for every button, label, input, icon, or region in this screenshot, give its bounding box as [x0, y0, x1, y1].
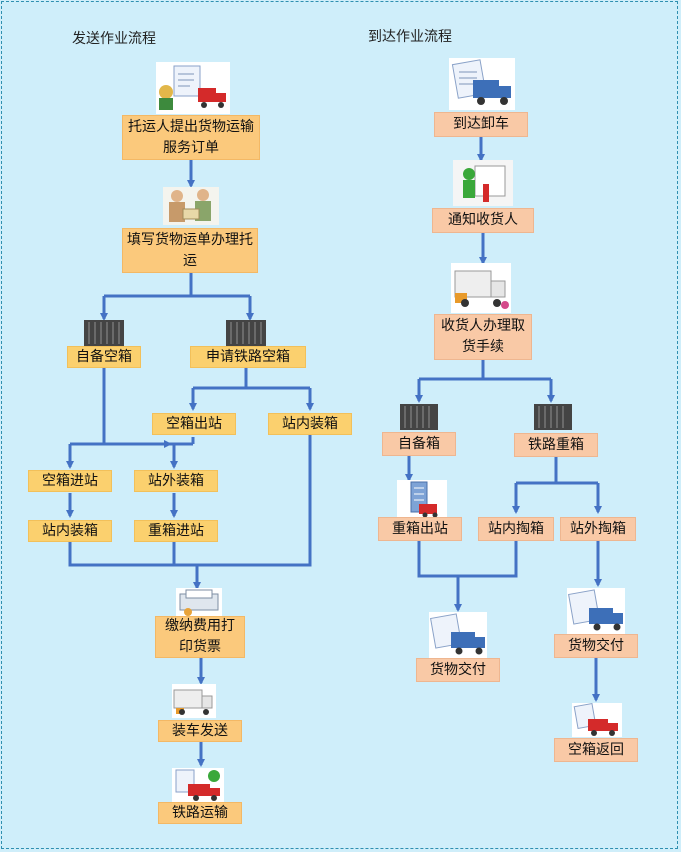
connector-pickup-split [419, 360, 551, 381]
loading-truck-icon [172, 684, 216, 718]
pickup-truck-icon [451, 263, 511, 313]
step-pickup-procedure: 收货人办理取货手续 [434, 314, 532, 360]
step-rail-heavy-box: 铁路重箱 [514, 433, 598, 457]
delivery-truck-icon-1 [429, 612, 487, 658]
connector-unpacking-merge [417, 541, 518, 578]
step-heavy-box-in: 重箱进站 [134, 520, 218, 542]
arrival-flow-title: 到达作业流程 [368, 29, 452, 45]
step-delivery-2: 货物交付 [554, 634, 638, 658]
step-apply-rail-empty-box: 申请铁路空箱 [190, 346, 306, 368]
step-rail-transport: 铁路运输 [158, 802, 242, 824]
container-icon-rail-box [226, 320, 266, 346]
notify-phone-icon [453, 160, 513, 206]
step-in-station-loading-2: 站内装箱 [28, 520, 112, 542]
step-empty-box-return: 空箱返回 [554, 738, 638, 762]
shipper-people-icon [163, 187, 219, 225]
dispatch-flow-title: 发送作业流程 [72, 31, 156, 47]
step-notify-consignee: 通知收货人 [432, 208, 534, 233]
step-own-empty-box: 自备空箱 [67, 346, 141, 368]
step-empty-box-in: 空箱进站 [28, 470, 112, 492]
container-icon-own-box [84, 320, 124, 346]
step-in-station-loading-1: 站内装箱 [268, 413, 352, 435]
building-truck-icon [397, 480, 447, 518]
step-in-station-unpacking: 站内掏箱 [478, 517, 554, 541]
delivery-truck-icon-2 [567, 588, 625, 634]
step-pay-fees: 缴纳费用打印货票 [155, 616, 245, 658]
rail-transport-truck-icon [172, 768, 224, 802]
connector-waybill-split [104, 273, 250, 298]
container-icon-arrival-own-box [400, 404, 438, 430]
container-icon-rail-heavy-box [534, 404, 572, 430]
step-unload: 到达卸车 [434, 112, 528, 137]
connector-rail-heavy-split [516, 457, 598, 485]
step-out-station-loading: 站外装箱 [134, 470, 218, 492]
step-load-and-ship: 装车发送 [158, 720, 242, 742]
step-waybill: 填写货物运单办理托运 [122, 228, 258, 273]
connector-rail-box-split [193, 368, 310, 390]
return-truck-icon [572, 703, 622, 737]
payment-printer-icon [176, 588, 222, 616]
step-own-box: 自备箱 [382, 432, 456, 456]
step-delivery-1: 货物交付 [416, 658, 500, 682]
step-order: 托运人提出货物运输服务订单 [122, 115, 260, 160]
connector-bottom-merge [68, 435, 312, 567]
arrival-truck-document-icon [449, 58, 515, 110]
step-empty-box-out: 空箱出站 [152, 413, 236, 435]
order-document-icon [156, 62, 230, 114]
step-heavy-box-out: 重箱出站 [378, 517, 462, 541]
step-out-station-unpacking: 站外掏箱 [560, 517, 636, 541]
